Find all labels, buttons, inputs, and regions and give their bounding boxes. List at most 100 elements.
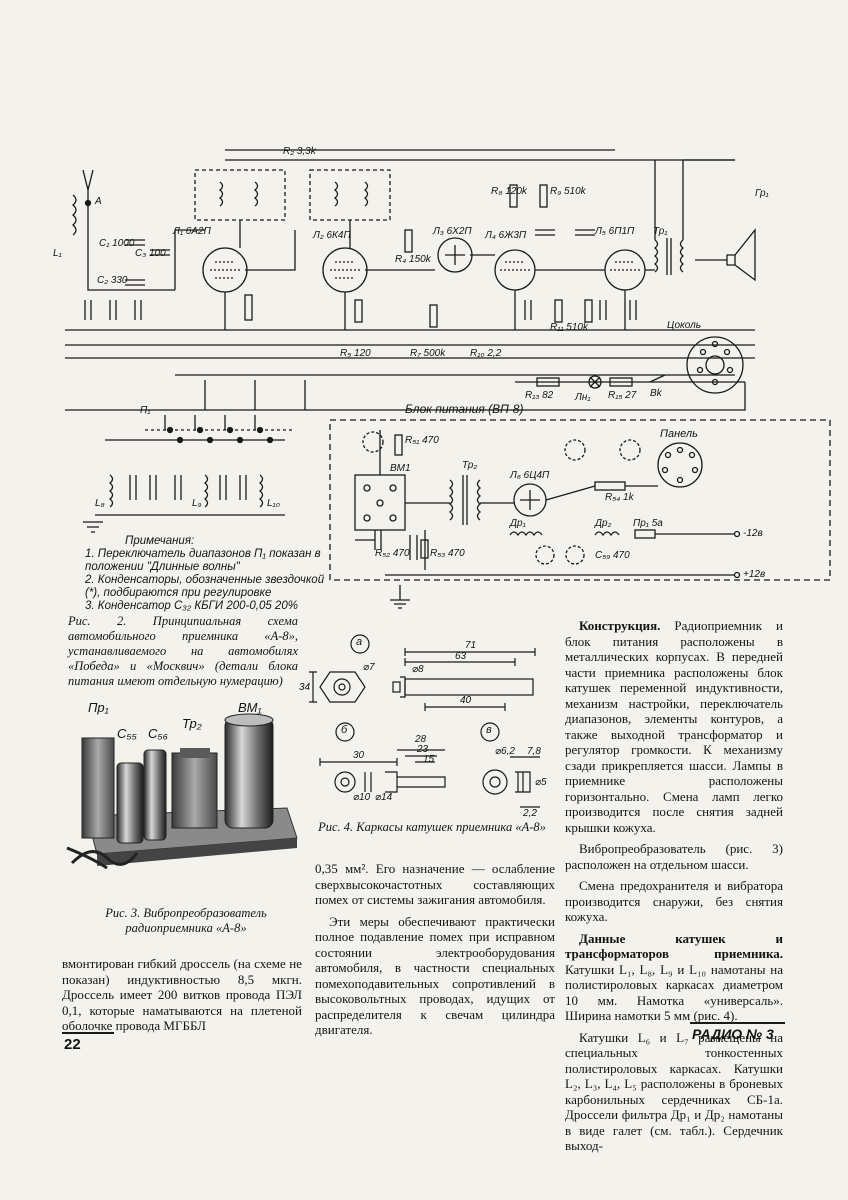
fig4-dim: 30 <box>353 750 365 761</box>
right-paragraph-construction: Конструкция. Радиоприемник и блок питани… <box>565 618 783 835</box>
fig4-dim: ⌀5 <box>535 777 547 788</box>
label-r53: R₅₃ 470 <box>430 548 465 559</box>
label-l8: L₈ <box>95 498 105 509</box>
note-item: 1. Переключатель диапазонов П₁ показан в… <box>85 548 321 573</box>
footer-rule-left <box>62 1032 114 1034</box>
label-r15: R₁₅ 27 <box>608 390 637 401</box>
middle-column-text: 0,35 мм². Его назначение — ослабление св… <box>315 861 555 1044</box>
coil-frames-drawing <box>309 634 540 808</box>
fig3-label-c56: C₅₆ <box>148 726 168 741</box>
label-r5: R₅ 120 <box>340 348 371 359</box>
label-dr2: Др₂ <box>595 518 612 529</box>
label-l9: L₉ <box>192 498 202 509</box>
label-l1: L₁ <box>53 248 62 259</box>
label-gr1: Гр₁ <box>755 188 769 199</box>
coils-heading: Данные катушек и трансформаторов приемни… <box>565 930 783 962</box>
fig2-caption: Рис. 2. Принципиальная схема автомобильн… <box>68 614 298 688</box>
fig4-dim: ⌀7 <box>363 662 375 673</box>
fig3-label-c55: C₅₅ <box>117 726 137 741</box>
label-p1: П₁ <box>140 405 151 416</box>
middle-paragraph-1: 0,35 мм². Его назначение — ослабление св… <box>315 861 555 907</box>
label-ln1: Лн₁ <box>575 392 591 403</box>
right-paragraph-coils-2: Катушки L₆ и L₇ размещены на специальных… <box>565 1029 783 1154</box>
label-r2: R₂ 3,3k <box>283 146 316 157</box>
fig4-drawing: а 71 63 ⌀7 ⌀8 40 34 б 30 28 23 15 ⌀10 ⌀1… <box>299 632 555 820</box>
note-item: 2. Конденсаторы, обозначенные звездочкой… <box>85 574 325 599</box>
label-power-block: Блок питания (ВП-8) <box>405 402 524 416</box>
label-tube-l6: Л₆ 6Ц4П <box>510 470 550 481</box>
middle-paragraph-2: Эти меры обеспечивают практически полное… <box>315 913 555 1038</box>
fig4-dim: ⌀10 <box>353 792 371 803</box>
schematic-figure: А L₁ C₁ 1000 C₂ 330 C₃ 100 Л₁ 6А2П Л₂ 6К… <box>53 130 840 613</box>
label-r10: R₁₀ 2,2 <box>470 348 502 359</box>
left-column-text: вмонтирован гибкий дроссель (на схеме не… <box>62 956 302 1040</box>
label-c59: C₅₉ 470 <box>595 550 630 561</box>
label-r51: R₅₁ 470 <box>405 435 439 446</box>
schematic-notes: Примечания: 1. Переключатель диапазонов … <box>85 535 335 613</box>
fig4-dim: 2,2 <box>523 808 537 819</box>
label-r54: R₅₄ 1k <box>605 492 634 503</box>
fig4-panel-b: б <box>341 724 348 736</box>
construction-heading: Конструкция. <box>579 618 661 633</box>
fig4-panel-a: а <box>356 636 363 648</box>
label-tr2: Тр₂ <box>462 460 478 471</box>
fig4-dim: 7,8 <box>527 746 541 757</box>
label-tube-l4: Л₄ 6Ж3П <box>485 230 527 241</box>
label-l10: L₁₀ <box>267 498 280 509</box>
fig4-dim: ⌀14 <box>375 792 393 803</box>
fig4-dim: 15 <box>423 754 435 765</box>
label-antenna: А <box>95 196 102 207</box>
label-r4: R₄ 150k <box>395 254 431 265</box>
fig3-photo: Пр₁ C₅₅ C₅₆ Тр₂ ВМ₁ <box>62 698 302 876</box>
fig3-label-vm1: ВМ₁ <box>238 700 262 715</box>
right-paragraph-vibrator: Вибропреобразователь (рис. 3) расположен… <box>565 841 783 872</box>
label-minus-12v: -12в <box>743 528 763 539</box>
label-tube-l3: Л₃ 6Х2П <box>433 226 472 237</box>
label-dr1: Др₁ <box>510 518 526 529</box>
label-pr1: Пр₁ 5а <box>633 518 663 529</box>
fig4-dim: 63 <box>455 651 467 662</box>
note-item: 3. Конденсатор C₃₂ КБГИ 200-0,05 20% <box>85 600 298 612</box>
label-r52: R₅₂ 470 <box>375 548 410 559</box>
fig4-dim: ⌀8 <box>412 664 424 675</box>
fig4-dim: ⌀6,2 <box>495 746 515 757</box>
label-panel: Панель <box>660 428 698 440</box>
fig4-dim: 28 <box>415 734 427 745</box>
journal-folio: РАДИО № 3 <box>692 1026 774 1042</box>
left-column-paragraph: вмонтирован гибкий дроссель (на схеме не… <box>62 956 302 1033</box>
right-paragraph-fuse: Смена предохранителя и вибратора произво… <box>565 878 783 924</box>
label-tube-l2: Л₂ 6К4П <box>313 230 351 241</box>
label-c3: C₃ 100 <box>135 248 166 259</box>
right-paragraph-coils: Данные катушек и трансформаторов приемни… <box>565 931 783 1024</box>
label-vm1: ВМ1 <box>390 463 411 474</box>
fig3-caption: Рис. 3. Вибропреобразователь радиоприемн… <box>105 906 267 935</box>
page-number: 22 <box>64 1036 81 1053</box>
footer-rule-right <box>690 1022 785 1024</box>
label-plus-12v: +12в <box>743 569 766 580</box>
label-r13: R₁₃ 82 <box>525 390 554 401</box>
label-c1: C₁ 1000 <box>99 238 135 249</box>
right-column-text: Конструкция. Радиоприемник и блок питани… <box>565 618 783 1160</box>
label-r7: R₇ 500k <box>410 348 446 359</box>
label-c2: C₂ 330 <box>97 275 128 286</box>
fig4-dim: 71 <box>465 640 477 651</box>
vibrator-photo-illustration <box>62 698 302 876</box>
schematic-diagram <box>65 149 831 609</box>
fig4-dim: 34 <box>299 682 311 693</box>
label-r9: R₉ 510k <box>550 186 586 197</box>
fig4-panel-v: в <box>486 724 492 736</box>
fig4-caption: Рис. 4. Каркасы катушек приемника «А-8» <box>318 820 546 834</box>
label-socket: Цоколь <box>667 320 702 331</box>
fig4-dim: 40 <box>460 695 472 706</box>
label-tube-l1: Л₁ 6А2П <box>173 226 211 237</box>
fig3-label-pr1: Пр₁ <box>88 700 109 715</box>
label-r11: R₁₁ 510k <box>550 322 588 333</box>
label-bk: Bk <box>650 388 662 399</box>
notes-heading: Примечания: <box>125 535 195 547</box>
label-tube-l5: Л₅ 6П1П <box>595 226 635 237</box>
label-r8: R₈ 120k <box>491 186 527 197</box>
fig3-label-tr2: Тр₂ <box>182 716 202 731</box>
construction-text: Радиоприемник и блок питания расположены… <box>565 618 783 835</box>
fig4-dim: 23 <box>417 744 429 755</box>
coils-text: Катушки L₁, L₈, L₉ и L₁₀ намотаны на пол… <box>565 961 783 1024</box>
